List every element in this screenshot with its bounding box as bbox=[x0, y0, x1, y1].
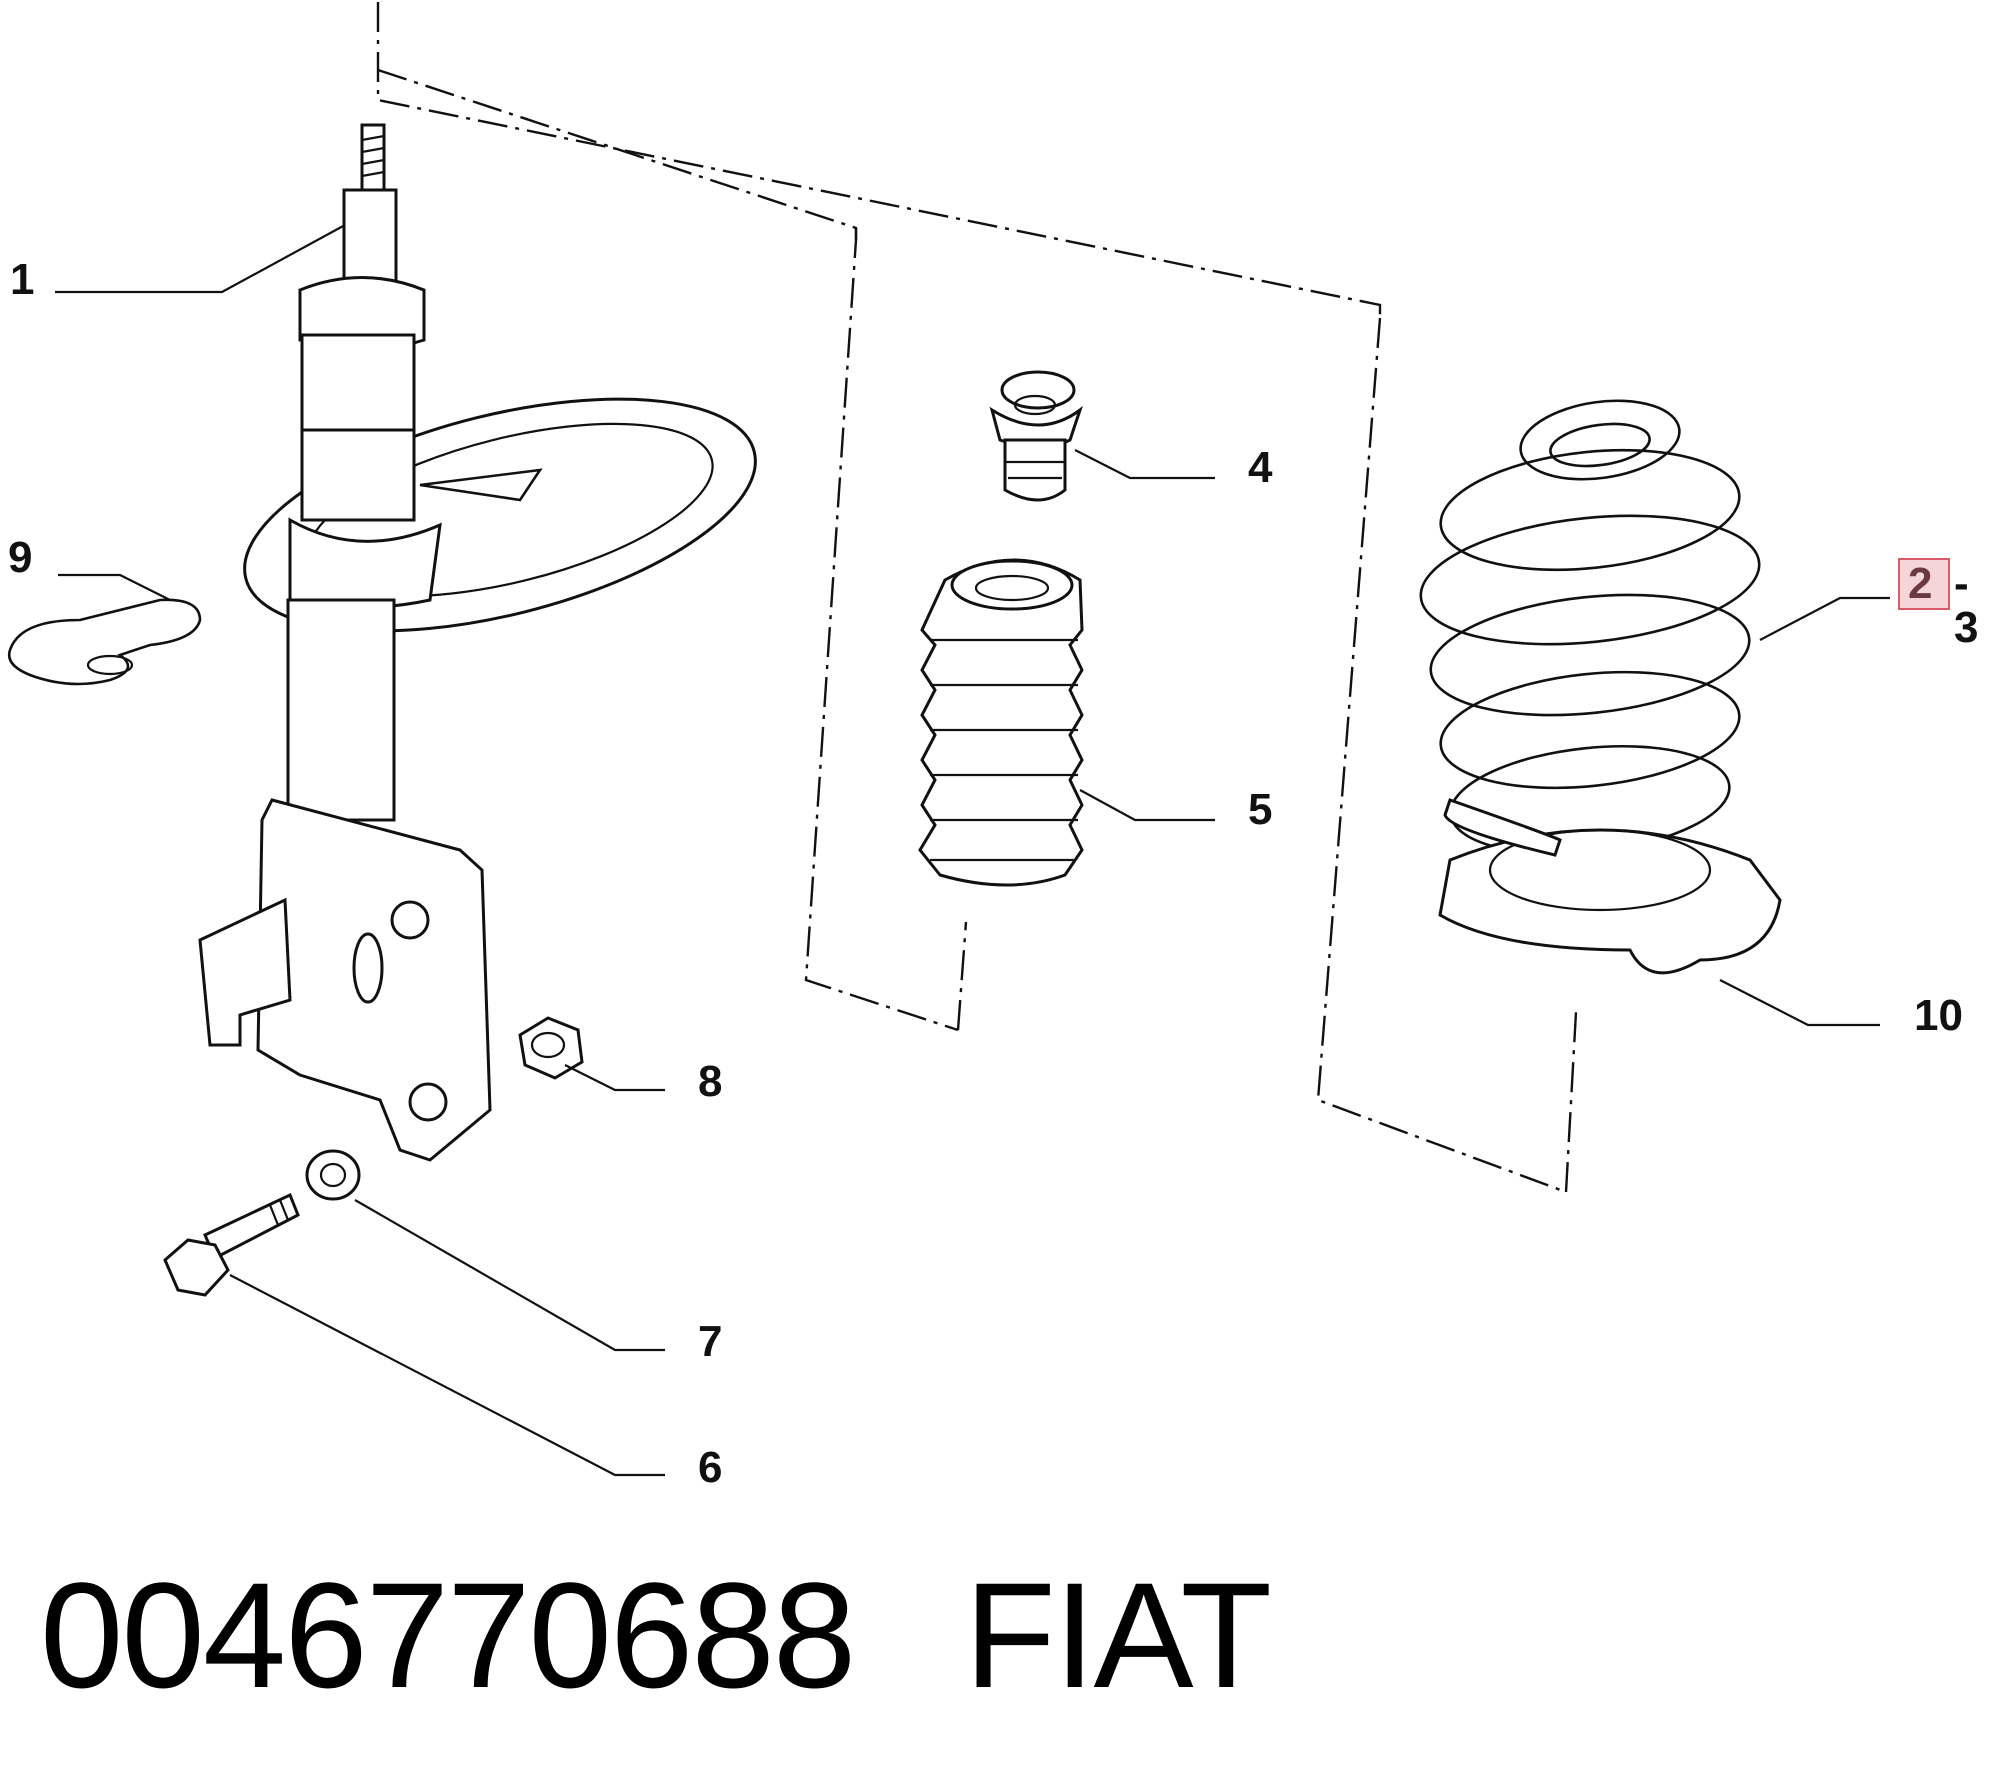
leader-6 bbox=[229, 1274, 665, 1477]
callout-6: 6 bbox=[698, 1443, 723, 1492]
strut-body bbox=[286, 598, 396, 822]
dust-boot-bellows bbox=[918, 558, 1084, 887]
hex-bolt bbox=[163, 1192, 300, 1297]
leader-4 bbox=[1074, 449, 1215, 480]
spring-coil-2 bbox=[1439, 448, 1741, 572]
leader-2 bbox=[1759, 596, 1890, 641]
spring-seat-pad bbox=[1438, 828, 1782, 975]
leader-8 bbox=[564, 1064, 665, 1092]
guide-line-top bbox=[376, 2, 1382, 322]
callout-10: 10 bbox=[1914, 991, 1963, 1040]
leader-5 bbox=[1079, 789, 1215, 822]
bracket-hole-lower bbox=[408, 1082, 448, 1122]
leader-10 bbox=[1719, 979, 1880, 1027]
leader-1 bbox=[55, 224, 346, 294]
callout-1: 1 bbox=[10, 255, 35, 304]
assembly-guide-lines bbox=[376, 2, 1578, 1194]
callout-2: 2 bbox=[1908, 559, 1933, 608]
callout-5: 5 bbox=[1248, 785, 1273, 834]
retaining-clip bbox=[7, 598, 202, 686]
callout-9: 9 bbox=[8, 533, 33, 582]
guide-line-boot bbox=[804, 228, 959, 1032]
guide-line-spring bbox=[1316, 317, 1567, 1194]
bump-stop bbox=[989, 370, 1083, 502]
spring-coil-4 bbox=[1429, 593, 1751, 717]
guide-line-spring-end bbox=[1564, 1011, 1578, 1193]
bracket-hole-upper bbox=[390, 900, 430, 940]
leader-9 bbox=[58, 573, 171, 601]
spring-coil-1 bbox=[1519, 399, 1681, 481]
hex-nut bbox=[518, 1016, 584, 1080]
callout-4: 4 bbox=[1248, 443, 1273, 492]
leader-7 bbox=[354, 1199, 665, 1352]
bolt-shank bbox=[203, 1192, 300, 1261]
bump-stop-top bbox=[1000, 370, 1076, 410]
leader-lines bbox=[55, 224, 1890, 1477]
strut-clip-flange bbox=[198, 897, 292, 1047]
shock-absorber-strut bbox=[198, 123, 757, 1162]
coil-spring bbox=[1419, 399, 1761, 856]
spring-coil-3 bbox=[1419, 514, 1761, 646]
guide-line-inner bbox=[377, 68, 858, 240]
guide-line-boot-end bbox=[956, 921, 968, 1031]
part-number: 0046770688 bbox=[40, 1551, 856, 1719]
callout-2-suffix: - 3 bbox=[1954, 559, 1979, 652]
brand-name: FIAT bbox=[964, 1551, 1272, 1719]
callout-8: 8 bbox=[698, 1057, 723, 1106]
callout-7: 7 bbox=[698, 1317, 723, 1366]
highlight-box-part-2 bbox=[1898, 558, 1950, 610]
strut-tube-over-seat bbox=[300, 428, 416, 522]
flat-washer bbox=[305, 1149, 361, 1201]
lower-spring-seat bbox=[1438, 798, 1782, 975]
bolt-head bbox=[163, 1238, 230, 1297]
spring-coil-5 bbox=[1439, 670, 1741, 790]
